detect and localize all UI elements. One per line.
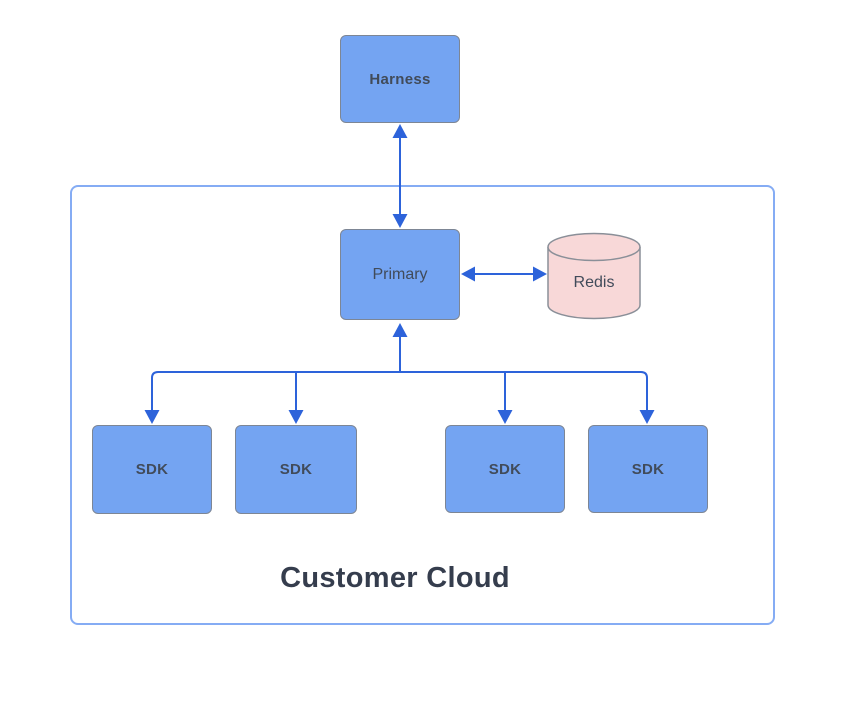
node-sdk-2: SDK [235, 425, 357, 514]
arrowhead-down-icon [144, 410, 160, 424]
arrowhead-left-icon [461, 266, 475, 282]
arrowhead-down-icon [639, 410, 655, 424]
arrowhead-right-icon [533, 266, 547, 282]
node-redis-cylinder [547, 232, 641, 320]
arrowhead-down-icon [392, 214, 408, 228]
customer-cloud-container [70, 185, 775, 625]
edge-primary-redis [461, 266, 547, 282]
node-sdk-2-label: SDK [279, 461, 313, 478]
node-harness-label: Harness [369, 70, 431, 88]
arrowhead-up-icon [392, 124, 408, 138]
arrowhead-up-icon [392, 323, 408, 337]
arrowhead-down-icon [497, 410, 513, 424]
customer-cloud-title: Customer Cloud [280, 562, 510, 594]
node-primary-label: Primary [372, 265, 428, 283]
node-sdk-1: SDK [92, 425, 212, 514]
node-harness: Harness [340, 35, 460, 123]
node-sdk-1-label: SDK [135, 461, 169, 478]
node-sdk-4: SDK [588, 425, 708, 513]
node-primary: Primary [340, 229, 460, 320]
cylinder-top-icon [547, 232, 641, 262]
node-sdk-3: SDK [445, 425, 565, 513]
edge-harness-primary [392, 124, 408, 228]
arrowhead-down-icon [288, 410, 304, 424]
node-redis-label: Redis [573, 274, 615, 291]
node-sdk-4-label: SDK [631, 460, 665, 478]
node-sdk-3-label: SDK [488, 460, 522, 478]
edge-primary-sdks [144, 323, 655, 424]
